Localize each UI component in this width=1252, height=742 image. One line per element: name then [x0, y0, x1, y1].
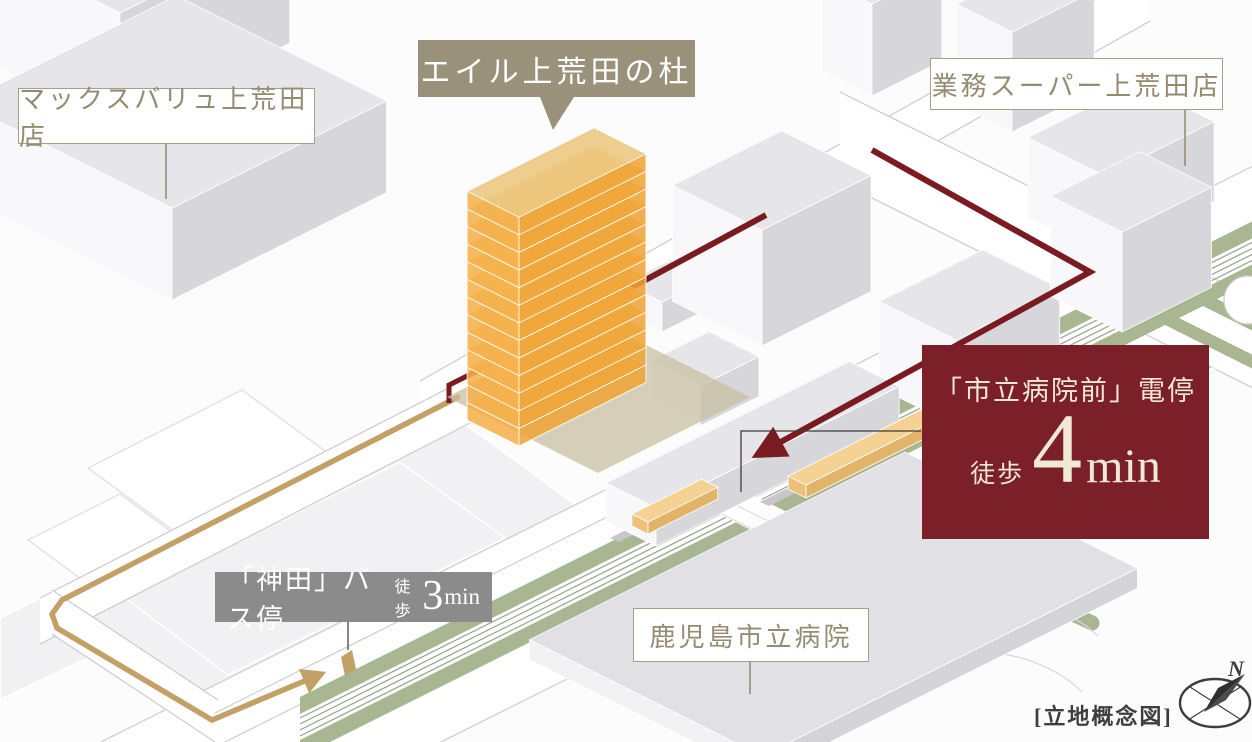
tram-stop-title: 「市立病院前」電停 — [935, 376, 1196, 406]
label-property-text: エイル上荒田の杜 — [420, 55, 693, 89]
bus-stop-name: 「神田」バス停 — [227, 565, 372, 634]
label-gyomu: 業務スーパー上荒田店 — [930, 58, 1223, 110]
label-bus-stop: 「神田」バス停 徒歩 3 min — [215, 565, 492, 634]
label-maxvalu: マックスバリュ上荒田店 — [18, 85, 315, 151]
bus-walk-label: 徒歩 — [394, 579, 412, 620]
label-maxvalu-text: マックスバリュ上荒田店 — [19, 85, 309, 151]
compass-n-label: N — [1227, 656, 1245, 681]
label-hospital-text: 鹿児島市立病院 — [649, 622, 853, 652]
label-gyomu-text: 業務スーパー上荒田店 — [931, 71, 1222, 101]
label-property-tail — [540, 97, 574, 130]
bus-minutes-unit: min — [444, 584, 480, 609]
label-property: エイル上荒田の杜 — [418, 40, 695, 130]
leader-lines — [165, 110, 1186, 694]
bus-minutes: 3 — [422, 573, 444, 620]
tram-minutes: 4 — [1032, 393, 1083, 504]
map-caption: [立地概念図] — [1034, 704, 1173, 729]
tram-walk-label: 徒歩 — [970, 461, 1025, 488]
compass-icon: N — [1178, 656, 1252, 729]
tram-stop-time: 徒歩 4 min — [970, 393, 1161, 504]
tram-minutes-unit: min — [1086, 440, 1161, 493]
label-tram-stop: 「市立病院前」電停 徒歩 4 min — [922, 345, 1209, 539]
property-tower — [447, 127, 750, 473]
label-hospital: 鹿児島市立病院 — [633, 608, 869, 662]
